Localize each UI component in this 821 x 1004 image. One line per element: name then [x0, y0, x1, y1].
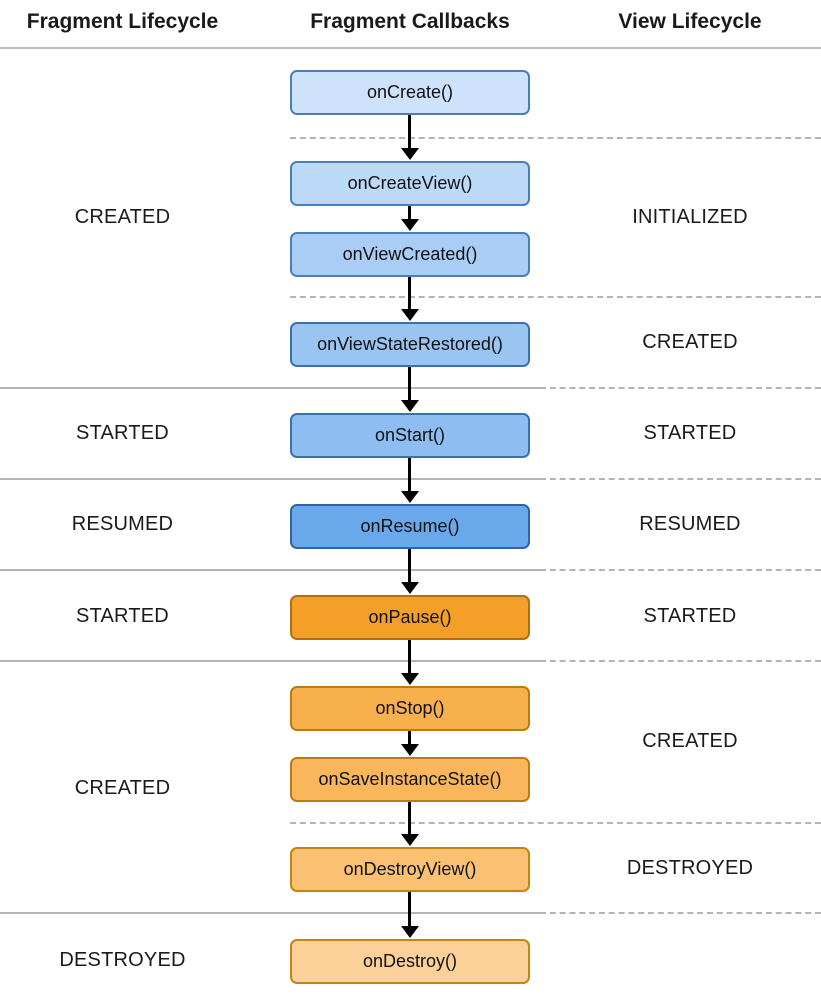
flow-arrow — [408, 549, 411, 583]
fragment-state-created: CREATED — [74, 777, 171, 799]
callback-box-ondestroy[interactable]: onDestroy() — [290, 939, 530, 984]
column-header-view-lifecycle: View Lifecycle — [618, 10, 762, 33]
view-state-created: CREATED — [642, 331, 738, 353]
fragment-state-created: CREATED — [74, 206, 171, 228]
lifecycle-divider-dashed — [540, 912, 821, 914]
flow-arrow — [408, 892, 411, 927]
view-state-created: CREATED — [642, 730, 738, 752]
column-header-fragment-callbacks: Fragment Callbacks — [310, 10, 510, 33]
lifecycle-divider-solid — [0, 478, 540, 480]
flow-arrow — [408, 367, 411, 401]
lifecycle-divider-dashed — [540, 478, 821, 480]
header-divider-rule — [0, 47, 821, 49]
view-state-initialized: INITIALIZED — [632, 206, 748, 228]
flow-arrow — [408, 640, 411, 674]
lifecycle-divider-dashed — [290, 822, 821, 824]
fragment-state-started: STARTED — [76, 605, 169, 627]
flow-arrow — [408, 115, 411, 149]
lifecycle-divider-dashed — [540, 660, 821, 662]
flow-arrow — [408, 458, 411, 492]
lifecycle-divider-solid — [0, 912, 540, 914]
fragment-state-started: STARTED — [76, 422, 169, 444]
lifecycle-divider-dashed — [290, 137, 821, 139]
lifecycle-divider-dashed — [540, 387, 821, 389]
view-state-resumed: RESUMED — [639, 513, 741, 535]
fragment-state-destroyed: DESTROYED — [59, 949, 186, 971]
callback-box-onstart[interactable]: onStart() — [290, 413, 530, 458]
flow-arrow — [408, 277, 411, 310]
callback-box-oncreateview[interactable]: onCreateView() — [290, 161, 530, 206]
callback-box-onstop[interactable]: onStop() — [290, 686, 530, 731]
lifecycle-divider-solid — [0, 387, 540, 389]
flow-arrow — [408, 802, 411, 835]
view-state-started: STARTED — [643, 422, 737, 444]
callback-box-onresume[interactable]: onResume() — [290, 504, 530, 549]
callback-box-oncreate[interactable]: onCreate() — [290, 70, 530, 115]
callback-box-onviewcreated[interactable]: onViewCreated() — [290, 232, 530, 277]
lifecycle-divider-dashed — [290, 296, 821, 298]
flow-arrow — [408, 206, 411, 220]
lifecycle-divider-dashed — [540, 569, 821, 571]
flow-arrow — [408, 731, 411, 745]
view-state-destroyed: DESTROYED — [626, 857, 754, 879]
lifecycle-divider-solid — [0, 660, 540, 662]
column-header-fragment-lifecycle: Fragment Lifecycle — [26, 10, 219, 33]
view-state-started: STARTED — [643, 605, 737, 627]
callback-box-ondestroyview[interactable]: onDestroyView() — [290, 847, 530, 892]
callback-box-onviewstaterestored[interactable]: onViewStateRestored() — [290, 322, 530, 367]
callback-box-onpause[interactable]: onPause() — [290, 595, 530, 640]
lifecycle-divider-solid — [0, 569, 540, 571]
callback-box-onsaveinstancestate[interactable]: onSaveInstanceState() — [290, 757, 530, 802]
fragment-state-resumed: RESUMED — [71, 513, 174, 535]
